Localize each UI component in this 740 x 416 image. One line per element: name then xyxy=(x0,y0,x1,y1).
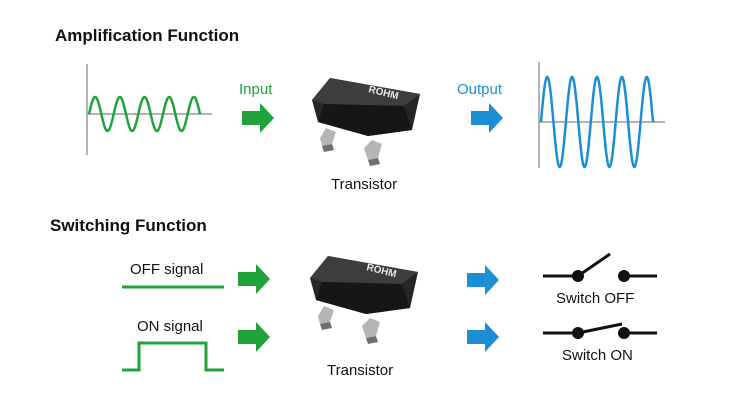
transistor-chip-icon: ROHM xyxy=(312,78,420,166)
switch-on-label: Switch ON xyxy=(562,347,633,364)
switching-heading: Switching Function xyxy=(50,216,207,235)
input-arrow xyxy=(242,103,274,133)
output-arrow xyxy=(471,103,503,133)
transistor-chip-icon: ROHM xyxy=(310,256,418,344)
transistor-label-top: Transistor xyxy=(331,176,398,193)
off-signal-label: OFF signal xyxy=(130,261,204,278)
switch-off-arrow xyxy=(467,265,499,295)
transistor-label-bottom: Transistor xyxy=(327,362,394,379)
amplification-heading: Amplification Function xyxy=(55,26,240,45)
output-label: Output xyxy=(457,81,503,98)
on-signal-label: ON signal xyxy=(137,318,203,335)
switch-on-arrow xyxy=(467,322,499,352)
input-label: Input xyxy=(239,81,273,98)
off-signal-arrow xyxy=(238,264,270,294)
on-signal-arrow xyxy=(238,322,270,352)
switch-off-label: Switch OFF xyxy=(556,290,635,307)
